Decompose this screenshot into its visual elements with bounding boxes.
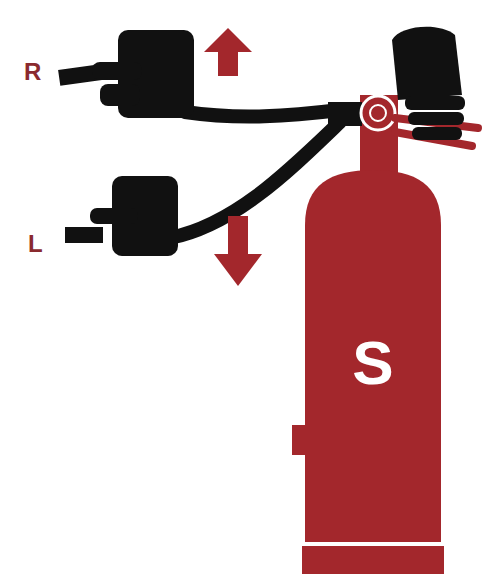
- base-ring: [302, 546, 444, 574]
- hose-coupling: [328, 102, 362, 126]
- up-arrow: [204, 28, 252, 76]
- pressure-gauge: [361, 96, 395, 130]
- finger-top: [405, 96, 465, 110]
- gauge-dial: [370, 105, 386, 121]
- upper-hose: [185, 110, 340, 116]
- down-arrow: [214, 216, 262, 286]
- thumb-r: [100, 84, 140, 106]
- finger-top: [408, 112, 464, 125]
- nozzle: [64, 226, 104, 244]
- node-letter: S: [305, 332, 441, 394]
- cylinder-shape: [305, 170, 441, 542]
- hand-label: L: [28, 232, 43, 256]
- hand-top: [392, 27, 462, 100]
- finger-r: [92, 62, 142, 80]
- finger-top: [412, 127, 462, 140]
- extinguisher-body: S: [305, 170, 441, 542]
- valve-neck: [360, 95, 398, 180]
- hand-label: R: [24, 60, 41, 84]
- finger-l: [90, 208, 138, 224]
